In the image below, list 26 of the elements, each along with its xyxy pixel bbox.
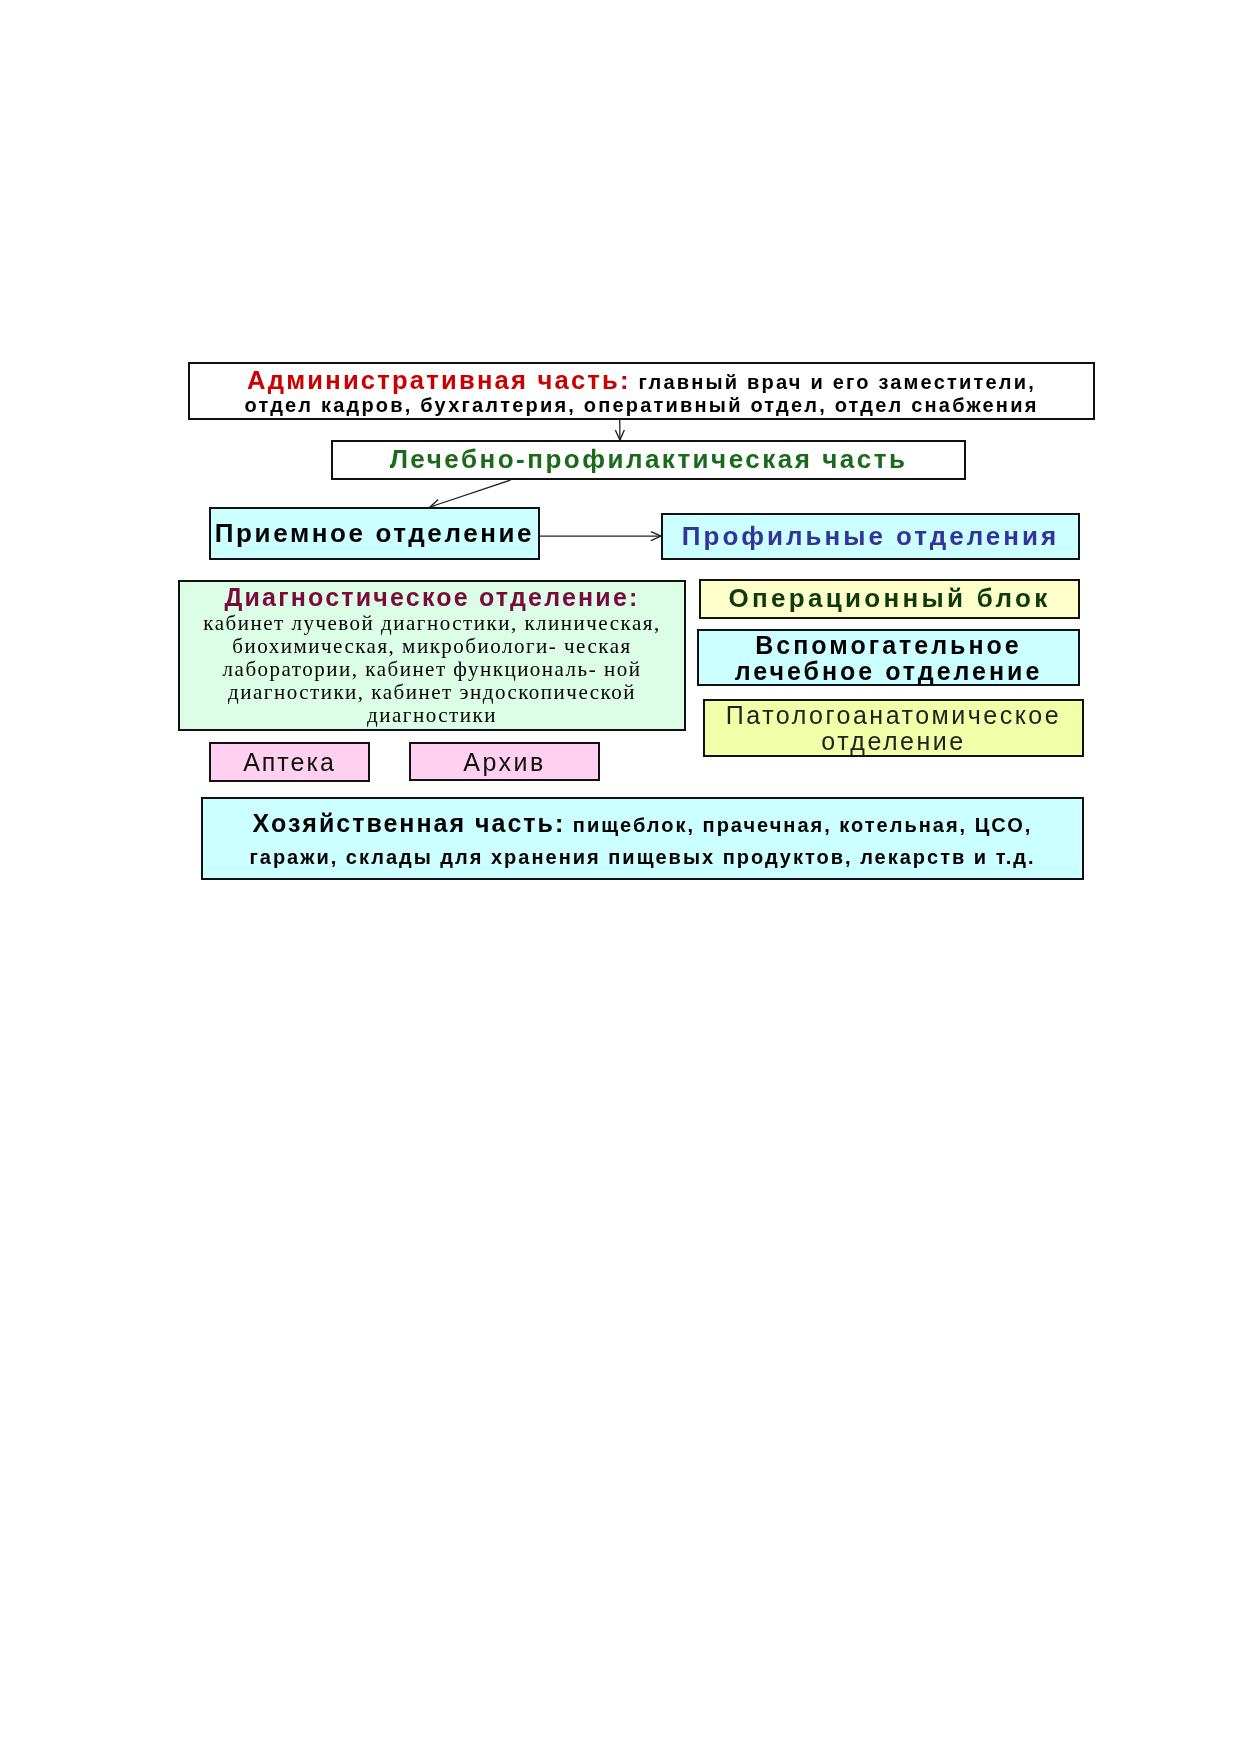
arrow: [539, 530, 662, 542]
department-box: [661, 513, 1080, 560]
arrow: [429, 479, 512, 509]
department-name: Административная часть: главный врач и его заместители, отдел кадров, бухгалтерия, оперативный отдел, отдел снабжения: [243, 365, 1040, 417]
department-box: [188, 362, 1095, 420]
department-name: Аптека: [243, 747, 336, 777]
department-name: Хозяйственная часть: пищеблок, прачечная, котельная, ЦСО, гаражи, склады для хранения пищевых продуктов, лекарств и т.д.: [248, 807, 1037, 871]
department-name: Операционный блок: [728, 583, 1051, 615]
arrow: [614, 419, 626, 441]
department-name: Профильные отделения: [681, 520, 1060, 553]
department-box: [409, 742, 600, 781]
department-name: Патологоанатомическое отделение: [724, 702, 1063, 754]
department-description: кабинет лучевой диагностики, клиническая, биохимическая, микробиологи- ческая лаборатории, кабинет функциональ- ной диагностики, кабинет эндоскопической диагностики: [202, 611, 662, 727]
department-name: Вспомогательное лечебное отделение: [733, 631, 1044, 684]
department-title: Диагностическое отделение:: [224, 584, 640, 612]
department-box: [209, 507, 540, 560]
department-box: [331, 440, 966, 480]
department-name: Архив: [463, 746, 546, 777]
department-name: Приемное отделение: [214, 517, 535, 550]
department-box: [178, 580, 686, 731]
department-box: [699, 579, 1080, 619]
department-box: [703, 699, 1084, 757]
department-box: [697, 629, 1080, 686]
department-box: [209, 742, 370, 782]
department-box: [201, 797, 1084, 880]
department-name: Лечебно-профилактическая часть: [389, 444, 908, 476]
